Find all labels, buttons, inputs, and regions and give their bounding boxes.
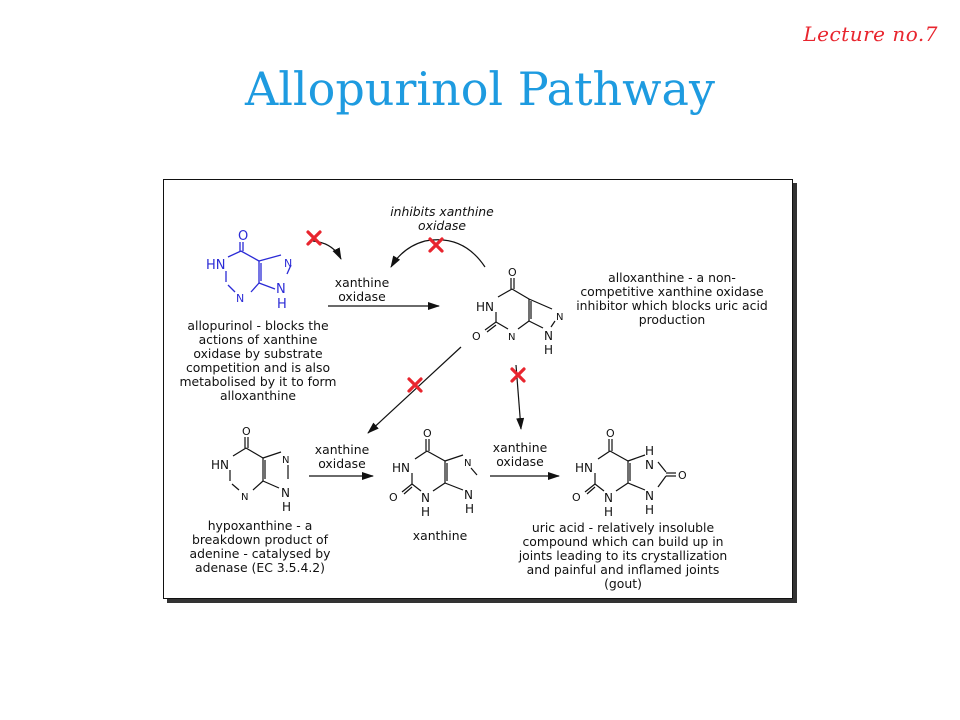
alloxanthine-atom: O: [472, 330, 481, 343]
hypoxanthine-atom: H: [282, 500, 291, 514]
hypoxanthine-atom: HN: [211, 458, 229, 472]
hypoxanthine-atom: N: [282, 455, 289, 466]
pathway-figure: O HN N N N H O HN O N: [163, 179, 797, 603]
inhibits-label: inhibits xanthine oxidase: [390, 204, 494, 233]
uric-acid-atom: HN: [575, 461, 593, 475]
alloxanthine-atom: HN: [476, 300, 494, 314]
alloxanthine-atom: N: [556, 312, 563, 323]
uric-acid-atom: O: [572, 491, 581, 504]
page-title: Allopurinol Pathway: [245, 62, 715, 116]
allopurinol-caption: allopurinol - blocks the actions of xant…: [179, 318, 337, 403]
alloxanthine-atom: O: [508, 266, 517, 279]
block-cross-icon: [306, 230, 322, 246]
xanthine-atom: N: [464, 458, 471, 469]
allopurinol-atom: N: [236, 292, 244, 305]
uric-acid-atom: H: [645, 444, 654, 458]
uric-acid-caption: uric acid - relatively insoluble compoun…: [518, 520, 728, 591]
xanthine-atom: O: [389, 491, 398, 504]
xanthine-atom: O: [423, 427, 432, 440]
block-cross-icon: [428, 237, 444, 253]
frame: [163, 179, 793, 599]
xanthine-atom: N: [464, 488, 473, 502]
block-cross-icon: [510, 367, 526, 383]
xanthine-atoms: O HN O N H N N H: [389, 427, 474, 519]
alloxanthine-atom: H: [544, 343, 553, 357]
uric-acid-atom: H: [645, 503, 654, 517]
xanthine-structure: [401, 439, 478, 495]
allopurinol-atom: N: [284, 257, 292, 270]
hypoxanthine-atom: N: [241, 492, 248, 503]
alloxanthine-to-hypoxanthine-branch-arrow: [367, 346, 462, 434]
hypoxanthine-caption: hypoxanthine - a breakdown product of ad…: [189, 518, 331, 575]
pathway-diagram: O HN N N N H O HN O N: [163, 179, 797, 603]
uric-acid-atom: O: [606, 427, 615, 440]
hypoxanthine-atom: N: [281, 486, 290, 500]
alloxanthine-atom: N: [508, 332, 515, 343]
xanthine-atom: N: [421, 491, 430, 505]
alloxanthine-inhibition-arrow: [390, 239, 486, 268]
xanthine-caption: xanthine: [412, 528, 468, 543]
hypoxanthine-atoms: O HN N N N H: [211, 425, 291, 514]
enzyme-label-bottom-left: xanthine oxidase: [314, 442, 370, 471]
uric-acid-atom: N: [604, 491, 613, 505]
alloxanthine-atoms: O HN O N N N H: [472, 266, 563, 357]
allopurinol-atom: HN: [206, 258, 226, 273]
allopurinol-atom: H: [277, 297, 287, 312]
uric-acid-structure: [584, 439, 676, 495]
alloxanthine-caption: alloxanthine - a non-competitive xanthin…: [576, 270, 768, 327]
enzyme-label-top: xanthine oxidase: [334, 275, 390, 304]
allopurinol-atom: O: [238, 229, 248, 244]
hypoxanthine-structure: [229, 437, 289, 491]
hypoxanthine-atom: O: [242, 425, 251, 438]
uric-acid-atom: N: [645, 458, 654, 472]
uric-acid-atoms: O HN O N H H N N H O: [572, 427, 687, 519]
uric-acid-atom: O: [678, 469, 687, 482]
uric-acid-atom: N: [645, 489, 654, 503]
uric-acid-atom: H: [604, 505, 613, 519]
block-cross-icon: [407, 377, 423, 393]
xanthine-atom: H: [465, 502, 474, 516]
xanthine-atom: H: [421, 505, 430, 519]
xanthine-atom: HN: [392, 461, 410, 475]
lecture-number: Lecture no.7: [803, 22, 938, 46]
allopurinol-atoms: O HN N N N H: [206, 229, 292, 312]
alloxanthine-atom: N: [544, 329, 553, 343]
enzyme-label-bottom-right: xanthine oxidase: [492, 440, 548, 469]
allopurinol-atom: N: [276, 282, 286, 297]
allopurinol-structure: [225, 242, 292, 293]
alloxanthine-structure: [484, 278, 556, 333]
